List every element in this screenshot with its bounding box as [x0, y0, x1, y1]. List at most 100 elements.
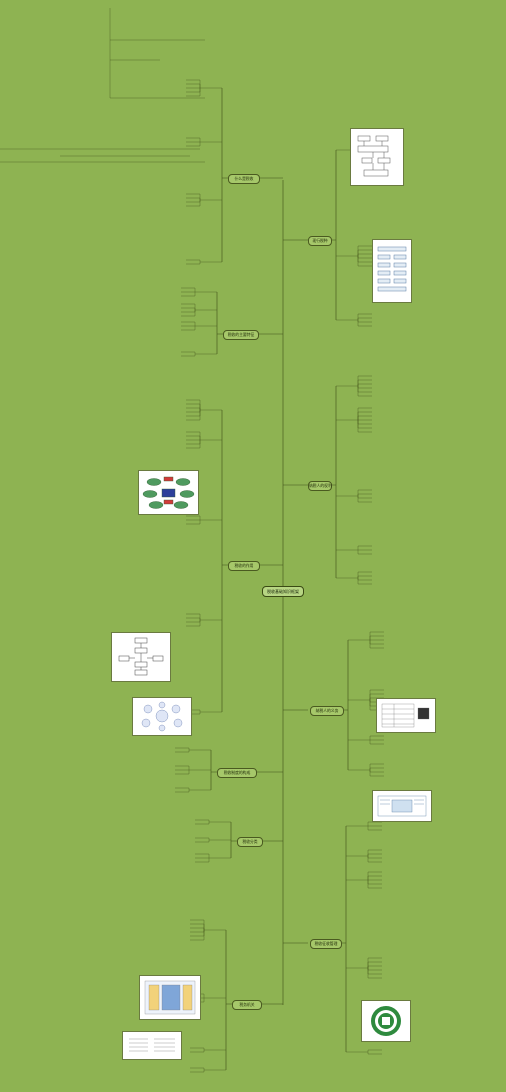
top-left-line — [0, 148, 205, 163]
leaf-line — [186, 137, 201, 142]
leaf-line — [367, 965, 382, 968]
branch-node-4[interactable]: 税收制度的构成 — [217, 768, 257, 778]
leaf-line — [186, 620, 201, 623]
leaf-line — [186, 259, 201, 262]
leaf-line — [186, 620, 201, 627]
leaf-line — [181, 310, 196, 317]
subtree-trunk — [340, 826, 347, 1052]
leaf-line — [186, 520, 201, 525]
leaf-line — [181, 307, 196, 310]
leaf-line — [181, 326, 196, 331]
leaf-line — [175, 787, 190, 790]
leaf-line — [369, 770, 384, 773]
root-node[interactable]: 税收基础知识框架 — [262, 586, 304, 597]
leaf-line — [357, 550, 372, 555]
leaf-line — [175, 770, 190, 775]
leaf-line — [369, 740, 384, 745]
leaf-line — [181, 287, 196, 292]
leaf-line — [186, 197, 201, 200]
leaf-line — [190, 1070, 205, 1073]
leaf-line — [195, 819, 210, 822]
leaf-line — [195, 822, 210, 825]
leaf-line — [186, 200, 201, 203]
leaf-line — [357, 386, 372, 397]
branch-node-2[interactable]: 税收的主要特征 — [223, 330, 259, 340]
leaf-line — [357, 313, 372, 320]
leaf-line — [369, 640, 384, 645]
leaf-line — [357, 571, 372, 578]
leaf-line — [367, 968, 382, 975]
branch-node-7[interactable]: 现行税种 — [308, 236, 332, 246]
leaf-line — [369, 770, 384, 777]
leaf-line — [175, 750, 190, 753]
leaf-line — [186, 88, 201, 97]
leaf-line — [186, 410, 201, 413]
leaf-line — [367, 826, 382, 831]
leaf-line — [367, 880, 382, 885]
subtree-trunk — [230, 822, 237, 858]
branch-node-5[interactable]: 税收分类 — [237, 837, 263, 847]
leaf-line — [190, 919, 205, 930]
leaf-line — [357, 420, 372, 433]
leaf-line — [367, 856, 382, 859]
leaf-line — [357, 256, 372, 267]
leaf-line — [195, 853, 210, 858]
leaf-line — [190, 930, 205, 933]
leaf-line — [357, 379, 372, 386]
leaf-line — [186, 440, 201, 445]
leaf-line — [181, 354, 196, 357]
leaf-line — [369, 640, 384, 649]
leaf-line — [367, 880, 382, 889]
leaf-line — [367, 849, 382, 856]
leaf-line — [186, 200, 201, 207]
leaf-line — [357, 383, 372, 386]
leaf-line — [181, 351, 196, 354]
leaf-line — [190, 923, 205, 930]
leaf-line — [367, 968, 382, 971]
subtree-trunk — [216, 292, 223, 354]
leaf-line — [357, 320, 372, 323]
leaf-line — [186, 410, 201, 421]
bubble-image — [132, 697, 192, 736]
branch-node-10[interactable]: 税收征收管理 — [310, 939, 342, 949]
subtree-trunk — [210, 750, 217, 790]
leaf-line — [175, 790, 190, 793]
leaf-line — [367, 1049, 382, 1052]
leaf-line — [357, 575, 372, 578]
leaf-line — [357, 245, 372, 256]
leaf-line — [357, 386, 372, 389]
emblem-image — [361, 1000, 411, 1042]
leaf-line — [369, 735, 384, 740]
top-left-line — [109, 8, 205, 99]
flowchart-image — [350, 128, 404, 186]
branch-node-6[interactable]: 税务机关 — [232, 1000, 262, 1010]
leaf-line — [357, 420, 372, 425]
branch-node-3[interactable]: 税收的作用 — [228, 561, 260, 571]
leaf-line — [367, 1052, 382, 1055]
certificate-image — [372, 790, 432, 822]
leaf-line — [357, 496, 372, 503]
subtree-trunk — [225, 930, 232, 1070]
leaf-line — [195, 858, 210, 863]
leaf-line — [367, 821, 382, 826]
leaf-line — [190, 927, 205, 930]
leaf-line — [357, 578, 372, 581]
branch-node-1[interactable]: 什么是税收 — [228, 174, 260, 184]
subtree-trunk — [221, 410, 228, 712]
leaf-line — [357, 253, 372, 256]
leaf-line — [190, 1047, 205, 1050]
branch-node-8[interactable]: 纳税人的权利 — [308, 481, 332, 491]
leaf-line — [369, 767, 384, 770]
leaf-line — [186, 407, 201, 410]
leaf-line — [175, 747, 190, 750]
leaf-line — [186, 88, 201, 93]
cycle-image — [138, 470, 199, 515]
leaf-line — [181, 321, 196, 326]
leaf-line — [186, 515, 201, 520]
subtree-trunk — [342, 640, 349, 770]
leaf-line — [190, 1050, 205, 1053]
leaf-line — [367, 856, 382, 863]
branch-node-9[interactable]: 纳税人的义务 — [310, 706, 344, 716]
document-image — [122, 1031, 182, 1060]
leaf-line — [367, 957, 382, 968]
